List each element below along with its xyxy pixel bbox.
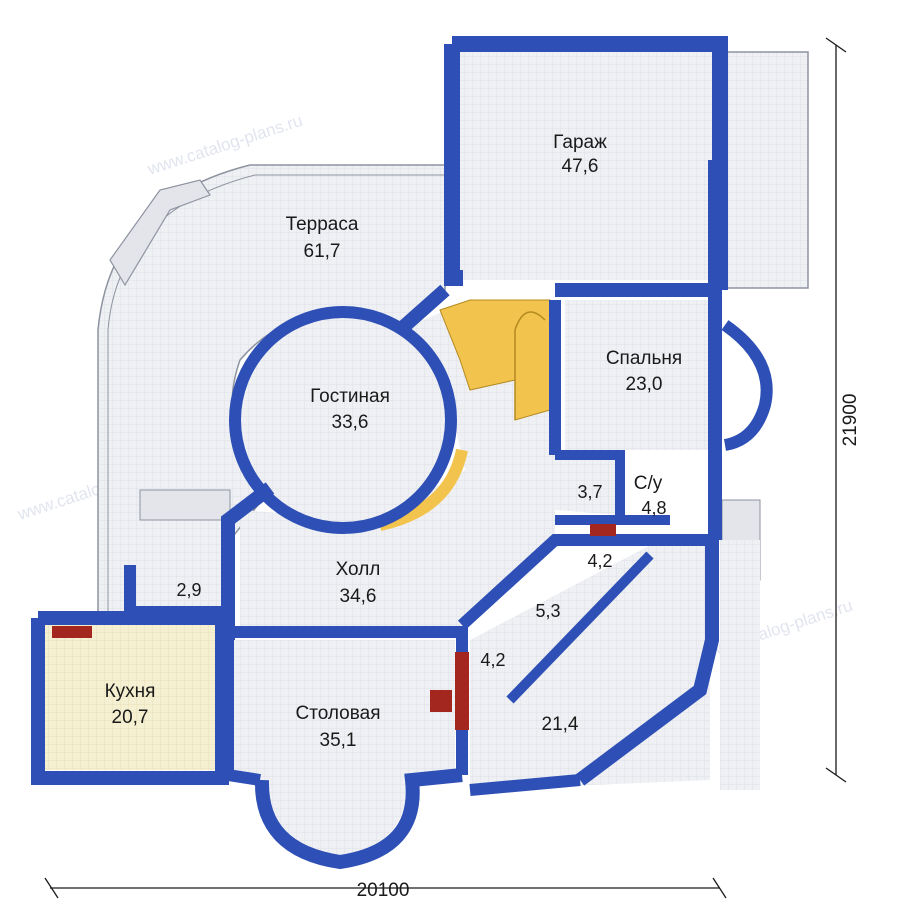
bedroom-label: Спальня bbox=[606, 348, 682, 369]
room-labels: Гараж 47,6 Терраса 61,7 Гостиная 33,6 Сп… bbox=[105, 132, 683, 751]
bedroom-area: 23,0 bbox=[626, 374, 663, 395]
wc-label: С/у bbox=[634, 473, 663, 494]
dimension-width: 20100 bbox=[357, 880, 410, 900]
closet-c-area: 4,2 bbox=[480, 650, 505, 670]
wc-area: 4,8 bbox=[641, 498, 666, 518]
living-label: Гостиная bbox=[310, 386, 390, 407]
hearths bbox=[52, 524, 616, 730]
closet-b-area: 5,3 bbox=[535, 601, 560, 621]
terrace-label: Терраса bbox=[286, 214, 359, 235]
dining-label: Столовая bbox=[296, 703, 381, 724]
pantry-area: 2,9 bbox=[176, 580, 201, 600]
garage-label: Гараж bbox=[553, 132, 607, 153]
walls bbox=[31, 36, 773, 870]
garage-apron bbox=[719, 51, 809, 790]
kitchen-label: Кухня bbox=[105, 681, 156, 702]
living-area: 33,6 bbox=[332, 412, 369, 433]
corridor-area: 3,7 bbox=[577, 482, 602, 502]
dimension-lines bbox=[44, 37, 847, 899]
hall-area: 34,6 bbox=[340, 586, 377, 607]
dining-area: 35,1 bbox=[320, 730, 357, 751]
garage-area: 47,6 bbox=[562, 156, 599, 177]
hall-label: Холл bbox=[336, 559, 381, 580]
dimension-height: 21900 bbox=[840, 394, 861, 447]
terrace-area: 61,7 bbox=[304, 241, 341, 262]
room-214-area: 21,4 bbox=[542, 714, 579, 735]
closet-a-area: 4,2 bbox=[587, 551, 612, 571]
kitchen-area: 20,7 bbox=[112, 707, 149, 728]
